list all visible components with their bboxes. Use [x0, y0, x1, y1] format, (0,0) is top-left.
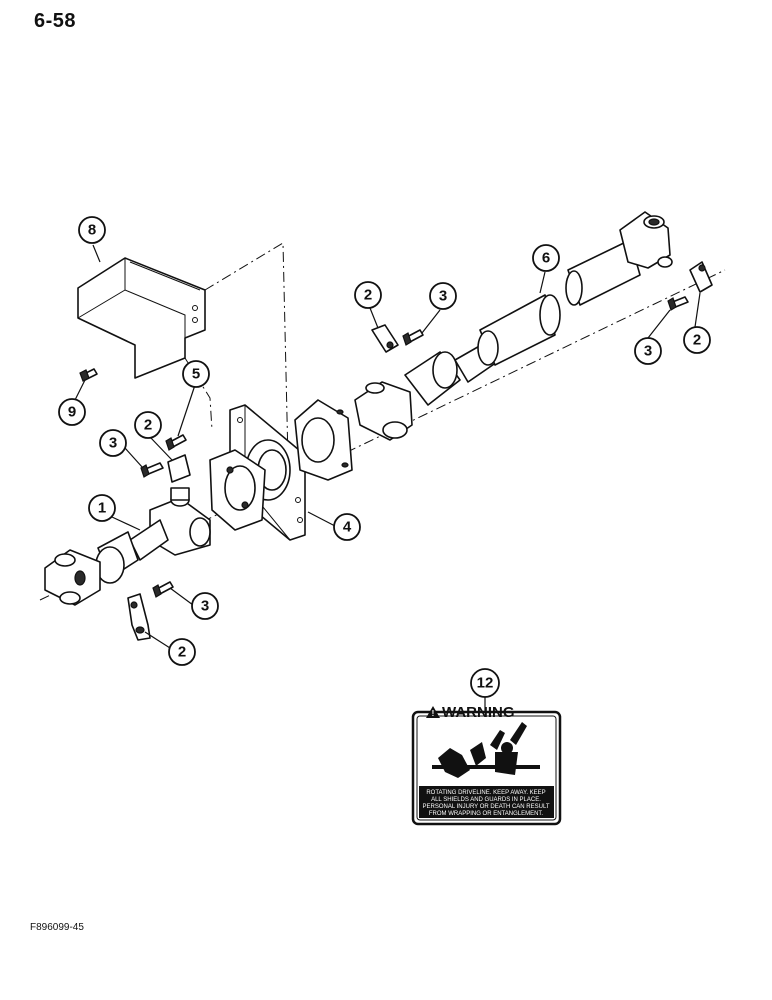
- callout-2: 2: [134, 411, 162, 439]
- shield-guide-line: [204, 242, 289, 461]
- svg-text:2: 2: [178, 644, 186, 661]
- front-driveshaft: [44, 497, 211, 606]
- strap-rear: [689, 261, 713, 293]
- rear-driveshaft: [565, 211, 673, 306]
- bolt-rear: [667, 296, 689, 311]
- svg-text:!: !: [432, 709, 435, 718]
- callout-1: 1: [88, 494, 116, 522]
- leader-line: [177, 384, 196, 437]
- callout-3: 3: [99, 429, 127, 457]
- leader-line: [74, 379, 86, 401]
- svg-text:9: 9: [68, 404, 76, 421]
- callout-2: 2: [168, 638, 196, 666]
- decal-line: FROM WRAPPING OR ENTANGLEMENT.: [429, 811, 544, 817]
- strap-center: [371, 324, 399, 353]
- svg-text:5: 5: [192, 366, 200, 383]
- center-flange-yoke: [294, 399, 353, 481]
- leader-line: [124, 447, 144, 469]
- strap-lower: [127, 593, 151, 641]
- callout-4: 4: [333, 513, 361, 541]
- warning-decal: ! WARNING ROTATING DRIVELINE. KEEP AWAY.…: [411, 704, 562, 826]
- driveline-shield: [77, 257, 206, 379]
- svg-text:3: 3: [644, 343, 652, 360]
- leader-line: [421, 309, 441, 334]
- bolt-center: [402, 329, 424, 346]
- svg-text:3: 3: [109, 435, 117, 452]
- plate-bolt: [165, 434, 187, 451]
- leader-line: [111, 516, 141, 531]
- callout-12: 12: [470, 668, 500, 698]
- leader-line: [169, 587, 194, 606]
- callout-3: 3: [191, 592, 219, 620]
- decal-line: ROTATING DRIVELINE. KEEP AWAY. KEEP: [426, 790, 545, 796]
- callout-3: 3: [634, 337, 662, 365]
- strap-front: [167, 454, 191, 507]
- bolt-front: [140, 462, 164, 478]
- svg-text:2: 2: [364, 287, 372, 304]
- front-flange-yoke: [209, 449, 266, 531]
- callout-8: 8: [78, 216, 106, 244]
- svg-text:2: 2: [693, 332, 701, 349]
- svg-text:12: 12: [477, 675, 494, 692]
- svg-text:6: 6: [542, 250, 550, 267]
- warning-triangle-icon: !: [426, 706, 440, 718]
- leader-line: [694, 292, 701, 328]
- leader-line: [149, 436, 173, 461]
- decal-line: ALL SHIELDS AND GUARDS IN PLACE.: [431, 797, 541, 803]
- callout-5: 5: [182, 360, 210, 388]
- leader-line: [647, 309, 671, 339]
- callout-2: 2: [354, 281, 382, 309]
- bolt-lower: [152, 581, 174, 598]
- svg-text:4: 4: [343, 519, 352, 536]
- entanglement-hazard-icon: [432, 722, 540, 778]
- callout-3: 3: [429, 282, 457, 310]
- decal-line: PERSONAL INJURY OR DEATH CAN RESULT: [422, 804, 549, 810]
- callout-2: 2: [683, 326, 711, 354]
- leader-line: [539, 271, 546, 294]
- callout-6: 6: [532, 244, 560, 272]
- svg-text:3: 3: [439, 288, 447, 305]
- svg-text:1: 1: [98, 500, 106, 517]
- svg-text:2: 2: [144, 417, 152, 434]
- svg-text:8: 8: [88, 222, 96, 239]
- callout-9: 9: [58, 398, 86, 426]
- figure-code: F896099-45: [30, 922, 84, 933]
- shield-bolt: [79, 368, 98, 382]
- page-number: 6-58: [34, 10, 77, 32]
- leader-line: [144, 631, 171, 649]
- center-driveshaft: [354, 294, 561, 441]
- leader-line: [92, 244, 101, 263]
- decal-title: WARNING: [442, 704, 515, 721]
- svg-text:3: 3: [201, 598, 209, 615]
- leader-line: [369, 307, 379, 329]
- leader-line: [307, 511, 336, 527]
